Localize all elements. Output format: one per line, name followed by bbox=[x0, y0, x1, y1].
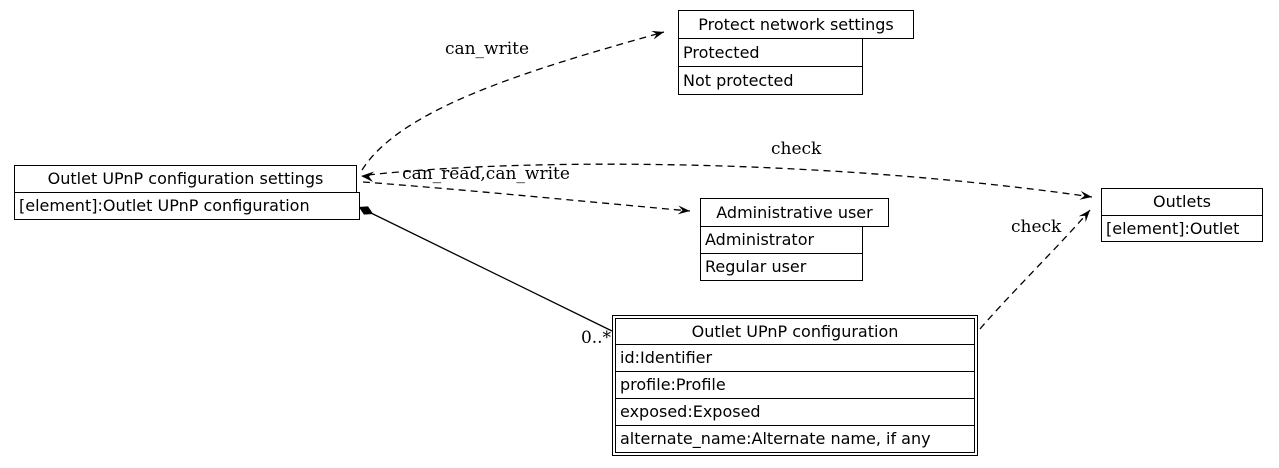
edge-check-settings-arrowhead bbox=[361, 171, 374, 182]
node-attribute-element: [element]:Outlet bbox=[1101, 215, 1263, 242]
node-attribute-exposed: exposed:Exposed bbox=[615, 398, 975, 426]
node-attribute-element: [element]:Outlet UPnP configuration bbox=[14, 192, 360, 220]
node-title: Administrative user bbox=[700, 198, 889, 227]
node-value-not-protected: Not protected bbox=[678, 66, 863, 95]
edge-label-can-write: can_write bbox=[444, 39, 530, 59]
node-attribute-id: id:Identifier bbox=[615, 344, 975, 372]
edge-check-config-outlets bbox=[979, 209, 1091, 330]
edge-check-settings-outlets bbox=[367, 163, 1093, 200]
node-attribute-alternate-name: alternate_name:Alternate name, if any bbox=[615, 425, 975, 453]
node-outlet-upnp-configuration: Outlet UPnP configuration id:Identifier … bbox=[612, 315, 978, 456]
node-outlets: Outlets [element]:Outlet bbox=[1101, 188, 1263, 242]
node-title: Outlet UPnP configuration settings bbox=[14, 165, 357, 193]
node-value-regular-user: Regular user bbox=[700, 253, 863, 281]
composition-diamond-icon bbox=[358, 206, 374, 215]
edge-label-check-top: check bbox=[771, 139, 822, 159]
node-title: Protect network settings bbox=[678, 10, 914, 39]
node-administrative-user: Administrative user Administrator Regula… bbox=[700, 198, 889, 281]
edge-label-check-bottom: check bbox=[1011, 217, 1062, 237]
node-value-administrator: Administrator bbox=[700, 226, 863, 254]
node-attribute-profile: profile:Profile bbox=[615, 371, 975, 399]
node-value-protected: Protected bbox=[678, 38, 863, 67]
edge-can-read-can-write bbox=[362, 181, 691, 215]
node-title: Outlets bbox=[1101, 188, 1263, 216]
node-protect-network-settings: Protect network settings Protected Not p… bbox=[678, 10, 914, 95]
edge-label-can-read-can-write: can_read,can_write bbox=[402, 164, 570, 184]
node-title: Outlet UPnP configuration bbox=[615, 318, 975, 345]
edge-composition-line bbox=[371, 212, 613, 332]
edge-can-write bbox=[361, 30, 665, 171]
edge-label-multiplicity: 0..* bbox=[580, 328, 612, 348]
node-outlet-upnp-configuration-settings: Outlet UPnP configuration settings [elem… bbox=[14, 165, 360, 220]
